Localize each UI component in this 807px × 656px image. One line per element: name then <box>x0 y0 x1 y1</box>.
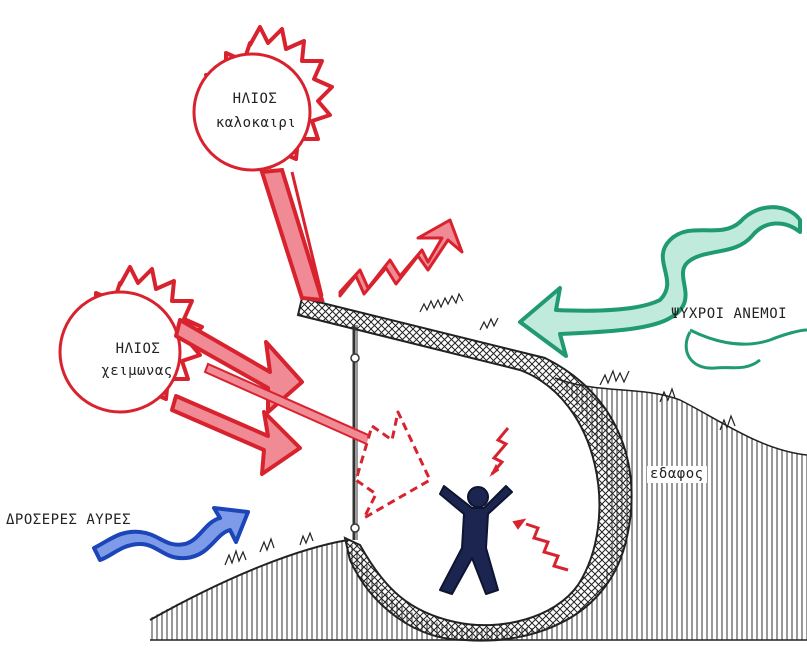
summer-sun-label-title: ΗΛΙΟΣ <box>233 92 278 107</box>
winter-sun-label-season: χειμωνας <box>101 364 172 379</box>
cold-winds-label: ΨΥΧΡΟΙ ΑΝΕΜΟΙ <box>671 307 787 322</box>
dashed-light-arrow <box>356 412 430 518</box>
interior-heat-arrow-2 <box>514 520 568 570</box>
summer-sun-label-season: καλοκαιρι <box>216 116 296 131</box>
summer-sun-ray <box>262 170 322 300</box>
winter-sun-ray-2 <box>172 396 300 474</box>
cool-breezes-label: ΔΡΟΣΕΡΕΣ ΑΥΡΕΣ <box>6 513 131 528</box>
winter-sun-label-title: ΗΛΙΟΣ <box>116 342 161 357</box>
person-figure <box>440 486 512 594</box>
interior-heat-arrow-1 <box>492 428 508 474</box>
cold-winds-arrow <box>520 207 807 368</box>
ground-label: εδαφος <box>647 466 707 483</box>
reflected-heat-arrow <box>340 220 462 296</box>
